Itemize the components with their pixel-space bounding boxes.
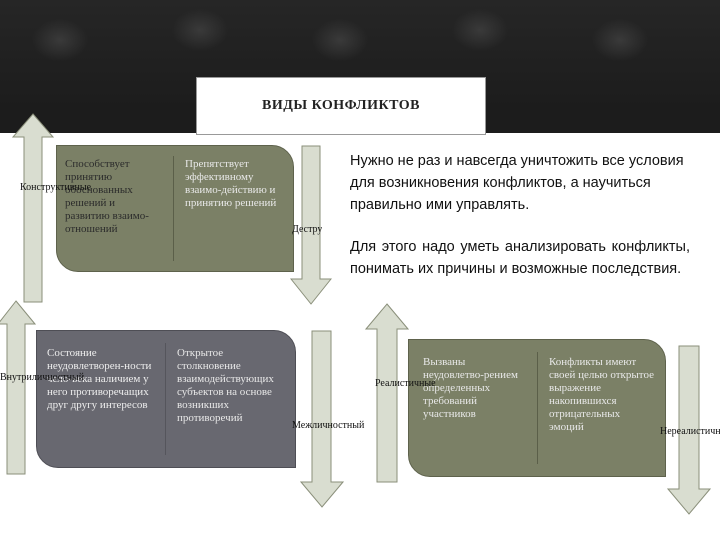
arrow-up-constructive [12, 113, 54, 303]
constructive-description: Способствует принятию обоснованных решен… [65, 158, 149, 235]
card-constructive-destructive: Способствует принятию обоснованных решен… [56, 145, 294, 272]
arrow-down-unrealistic [667, 345, 711, 515]
text-paragraph-1: Нужно не раз и навсегда уничтожить все у… [350, 153, 684, 213]
unrealistic-description: Конфликты имеют своей целью открытое выр… [549, 356, 654, 433]
text-paragraph-2: Для этого надо уметь анализировать конфл… [350, 239, 690, 277]
arrow-down-interpersonal [300, 330, 344, 508]
intrapersonal-description: Состояние неудовлетворен-ности чело-века… [47, 347, 152, 411]
label-interpersonal: Межличностный [292, 420, 365, 431]
arrow-up-intrapersonal [0, 300, 36, 475]
label-realistic: Реалистичные [375, 378, 436, 389]
arrow-down-destructive [290, 145, 332, 305]
interpersonal-description: Открытое столкновение взаимодействующих … [177, 347, 274, 424]
destructive-description: Препятствует эффективному взаимо-действи… [185, 158, 277, 209]
label-intrapersonal: Внутриличностный [0, 372, 85, 383]
realistic-description: Вызваны неудовлетво-рением определенных … [423, 356, 518, 420]
label-unrealistic: Нереалистичные [660, 426, 720, 437]
arrow-up-realistic [365, 303, 409, 483]
card-intrapersonal-interpersonal: Состояние неудовлетворен-ности чело-века… [36, 330, 296, 468]
label-constructive: Конструктивные [20, 182, 92, 193]
label-destructive: Деструктивные [292, 224, 322, 235]
page-title: ВИДЫ КОНФЛИКТОВ [196, 77, 486, 135]
card-realistic-unrealistic: Вызваны неудовлетво-рением определенных … [408, 339, 666, 477]
